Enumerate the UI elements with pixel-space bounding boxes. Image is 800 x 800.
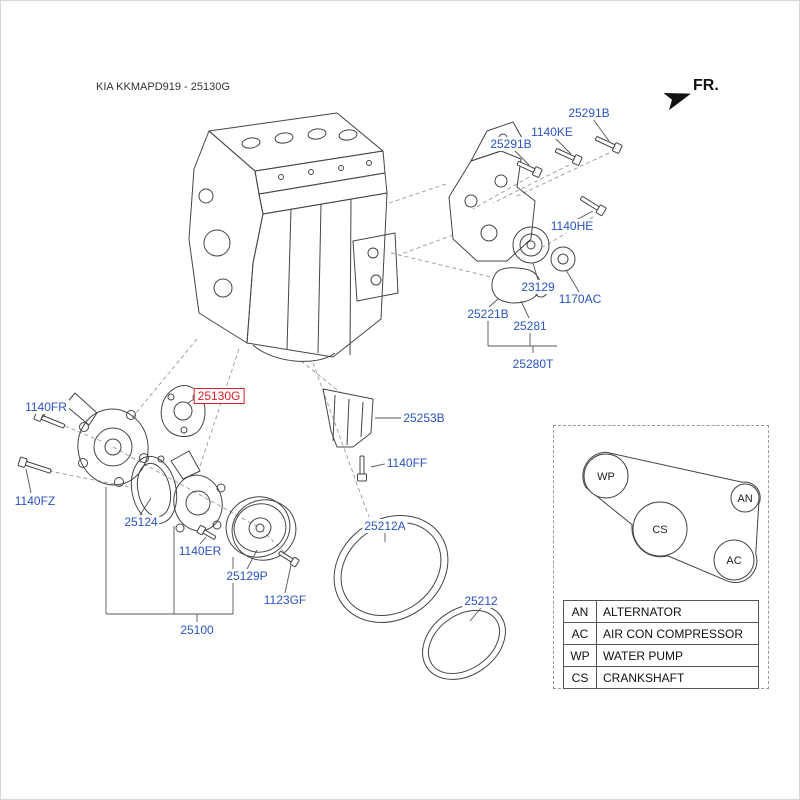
belt-pulley-ac xyxy=(713,539,755,581)
legend-row: AC AIR CON COMPRESSOR xyxy=(563,622,759,645)
belt-legend-table: AN ALTERNATOR AC AIR CON COMPRESSOR WP W… xyxy=(563,600,759,689)
lower-bracket-illustration xyxy=(322,388,374,448)
part-label-25291b-2[interactable]: 25291B xyxy=(488,137,534,151)
part-label-25130g-highlighted[interactable]: 25130G xyxy=(193,388,245,404)
part-label-25129p[interactable]: 25129P xyxy=(224,569,270,583)
engine-illustration xyxy=(188,112,399,362)
belt-pulley-wp xyxy=(583,453,629,499)
legend-name: AIR CON COMPRESSOR xyxy=(596,622,759,645)
part-label-23129[interactable]: 23129 xyxy=(519,280,557,294)
legend-name: WATER PUMP xyxy=(596,644,759,667)
coolant-gasket-illustration xyxy=(160,385,206,437)
legend-name: ALTERNATOR xyxy=(596,600,759,623)
document-code: KIA KKMAPD919 - 25130G xyxy=(96,81,230,93)
bolt-icon xyxy=(17,456,52,474)
part-label-25291b-1[interactable]: 25291B xyxy=(566,106,612,120)
bolt-icon xyxy=(357,455,367,482)
legend-code: AN xyxy=(563,600,597,623)
belt-pulley-cs xyxy=(632,501,688,557)
part-label-1123gf[interactable]: 1123GF xyxy=(261,593,309,607)
part-label-25212a[interactable]: 25212A xyxy=(362,519,408,533)
bolt-icons xyxy=(17,136,623,568)
legend-row: WP WATER PUMP xyxy=(563,644,759,667)
fr-arrow-icon xyxy=(663,85,695,117)
legend-name: CRANKSHAFT xyxy=(596,666,759,689)
belt-pulley-wp-label: WP xyxy=(597,471,615,483)
bolt-icon xyxy=(580,196,607,217)
legend-row: AN ALTERNATOR xyxy=(563,600,759,623)
part-label-25253b[interactable]: 25253B xyxy=(401,411,447,425)
bolt-icon xyxy=(278,550,300,568)
part-label-25100[interactable]: 25100 xyxy=(178,623,216,637)
water-pump-illustration xyxy=(64,392,297,561)
part-label-25124[interactable]: 25124 xyxy=(122,515,160,529)
part-label-1140fr[interactable]: 1140FR xyxy=(23,400,69,414)
belt-routing-box: WP CS AC AN AN ALTERNATOR AC AIR CON COM… xyxy=(553,425,769,689)
part-label-25281[interactable]: 25281 xyxy=(511,319,549,333)
belt-pulley-an-label: AN xyxy=(737,493,752,505)
part-label-25212[interactable]: 25212 xyxy=(462,594,500,608)
part-label-1170ac[interactable]: 1170AC xyxy=(556,292,604,306)
legend-code: AC xyxy=(563,622,597,645)
fr-direction-indicator: FR. xyxy=(663,77,719,111)
belt-pulley-ac-label: AC xyxy=(726,555,741,567)
belt-pulley-an xyxy=(730,483,760,513)
bolt-icon xyxy=(196,524,217,540)
legend-code: WP xyxy=(563,644,597,667)
fr-label: FR. xyxy=(693,77,719,94)
part-label-1140er[interactable]: 1140ER xyxy=(176,544,224,558)
part-label-25280t[interactable]: 25280T xyxy=(510,357,556,371)
belt-illustrations xyxy=(333,515,506,680)
part-label-1140ff[interactable]: 1140FF xyxy=(384,456,430,470)
bolt-icon xyxy=(516,160,543,178)
legend-code: CS xyxy=(563,666,597,689)
bolt-icon xyxy=(594,136,623,154)
part-label-1140ke[interactable]: 1140KE xyxy=(529,125,575,139)
bolt-icon xyxy=(554,148,583,166)
belt-routing-diagram: WP CS AC AN xyxy=(582,451,761,583)
part-label-1140he[interactable]: 1140HE xyxy=(548,219,596,233)
part-label-25221b[interactable]: 25221B xyxy=(465,307,511,321)
legend-row: CS CRANKSHAFT xyxy=(563,666,759,689)
part-label-1140fz[interactable]: 1140FZ xyxy=(12,494,58,508)
belt-pulley-cs-label: CS xyxy=(652,524,667,536)
